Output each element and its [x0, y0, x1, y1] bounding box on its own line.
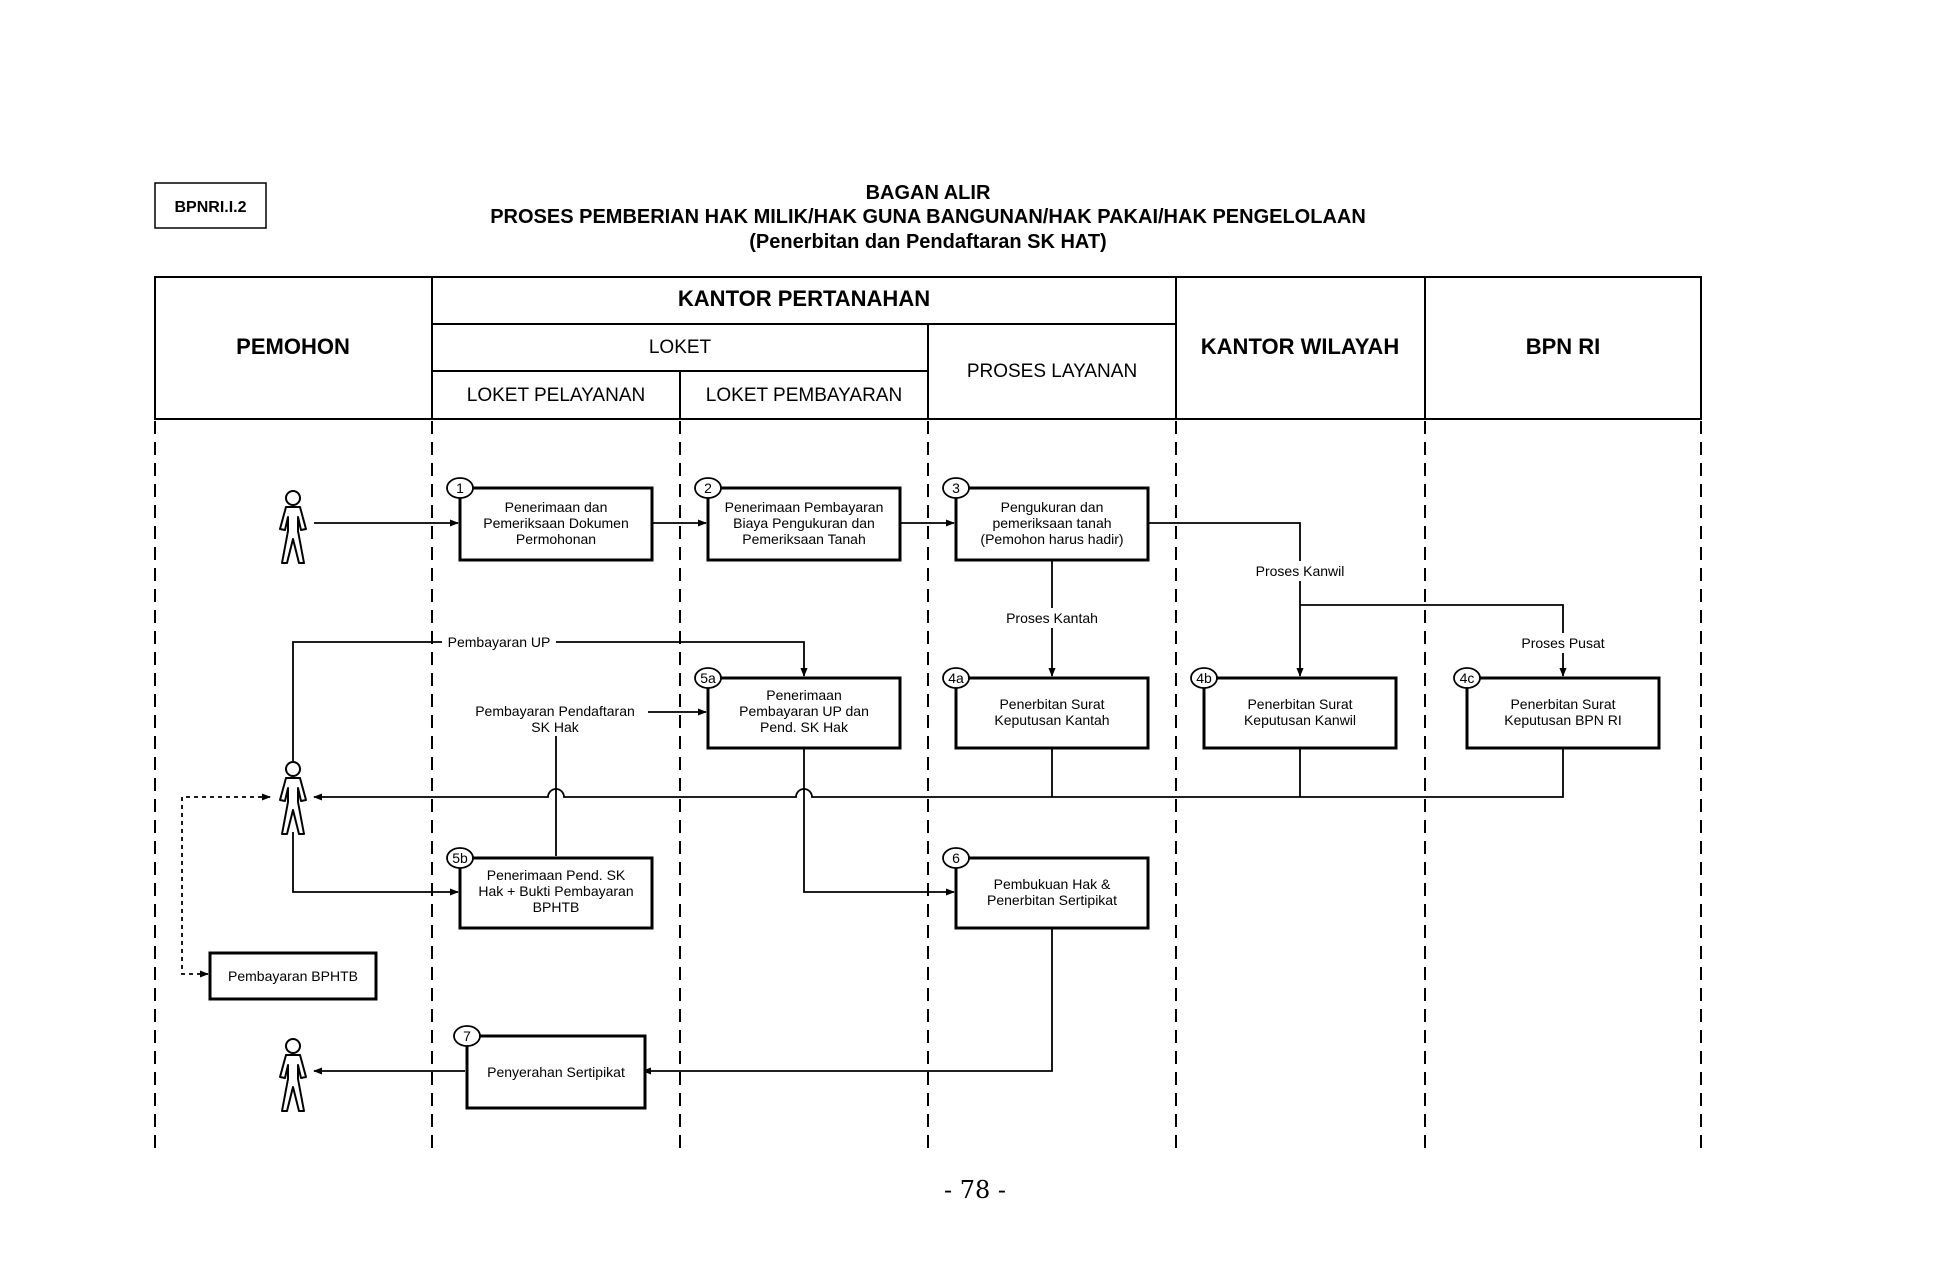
badge-4a: 4a — [942, 667, 970, 689]
svg-text:5b: 5b — [452, 850, 468, 866]
lane-header-table — [154, 276, 1702, 420]
document-code: BPNRI.I.2 — [154, 182, 267, 229]
step-5a-text-1: Penerimaan — [766, 687, 842, 703]
header-bpn-ri: BPN RI — [1526, 334, 1601, 359]
header-kantor-pertanahan: KANTOR PERTANAHAN — [678, 286, 930, 311]
connector-labels: Proses Kanwil Proses Kantah Proses Pusat… — [442, 561, 1614, 736]
page-title: BAGAN ALIR PROSES PEMBERIAN HAK MILIK/HA… — [490, 182, 1366, 253]
arrow-pemohon-to-step-5b — [292, 832, 459, 896]
process-box-texts: Penerimaan dan Pemeriksaan Dokumen Permo… — [228, 499, 1622, 1080]
bphtb-box — [208, 951, 378, 1001]
step-1-text-1: Penerimaan dan — [505, 499, 608, 515]
step-3-text-2: pemeriksaan tanah — [992, 515, 1111, 531]
step-2-box — [706, 486, 902, 562]
svg-text:3: 3 — [952, 480, 960, 496]
step-4b-text-1: Penerbitan Surat — [1247, 696, 1352, 712]
label-sk-hak: SK Hak — [531, 719, 579, 735]
step-7-box — [465, 1034, 647, 1110]
header-kantor-wilayah: KANTOR WILAYAH — [1201, 334, 1399, 359]
step-3-text-1: Pengukuran dan — [1001, 499, 1104, 515]
step-2-text-2: Biaya Pengukuran dan — [733, 515, 875, 531]
svg-text:4b: 4b — [1196, 670, 1212, 686]
badge-6: 6 — [942, 847, 970, 869]
step-5a-text-2: Pembayaran UP dan — [739, 703, 869, 719]
step-3-text-3: (Pemohon harus hadir) — [980, 531, 1123, 547]
step-1-text-3: Permohonan — [516, 531, 596, 547]
step-2-text-1: Penerimaan Pembayaran — [725, 499, 884, 515]
person-icon — [279, 490, 307, 564]
svg-text:6: 6 — [952, 850, 960, 866]
step-4a-text-2: Keputusan Kantah — [994, 712, 1109, 728]
step-4a-box — [954, 676, 1150, 750]
step-7-text: Penyerahan Sertipikat — [487, 1064, 625, 1080]
step-5b-text-3: BPHTB — [533, 899, 580, 915]
header-proses-layanan: PROSES LAYANAN — [967, 361, 1137, 382]
arrow-step-3-to-step-4b — [1148, 522, 1304, 677]
lane-header-labels: PEMOHON KANTOR PERTANAHAN LOKET LOKET PE… — [236, 286, 1600, 406]
actor-figures — [279, 490, 307, 1112]
step-4b-box — [1202, 676, 1398, 750]
person-icon — [279, 1038, 307, 1112]
svg-text:1: 1 — [456, 480, 464, 496]
label-proses-kantah: Proses Kantah — [1006, 610, 1098, 626]
label-pembayaran-up: Pembayaran UP — [448, 634, 551, 650]
step-2-text-3: Pemeriksaan Tanah — [742, 531, 865, 547]
label-pembayaran-pendaftaran: Pembayaran Pendaftaran — [475, 703, 635, 719]
svg-text:BPNRI.I.2: BPNRI.I.2 — [174, 199, 246, 216]
step-1-box — [458, 486, 654, 562]
label-proses-kanwil: Proses Kanwil — [1256, 563, 1345, 579]
arrow-step-5a-to-step-6 — [803, 748, 955, 896]
svg-text:4a: 4a — [948, 670, 964, 686]
title-line-2: PROSES PEMBERIAN HAK MILIK/HAK GUNA BANG… — [490, 206, 1366, 228]
label-proses-pusat: Proses Pusat — [1521, 635, 1604, 651]
lane-dividers — [154, 421, 1702, 1155]
header-loket-pembayaran: LOKET PEMBAYARAN — [706, 385, 902, 406]
step-4c-box — [1465, 676, 1661, 750]
step-1-text-2: Pemeriksaan Dokumen — [483, 515, 629, 531]
step-6-text-1: Pembukuan Hak & — [994, 876, 1111, 892]
badge-1: 1 — [446, 477, 474, 499]
bphtb-dotted-link — [181, 793, 271, 978]
badge-5b: 5b — [446, 847, 474, 869]
header-loket: LOKET — [649, 337, 712, 358]
step-5a-text-3: Pend. SK Hak — [760, 719, 849, 735]
header-pemohon: PEMOHON — [236, 334, 350, 359]
step-3-box — [954, 486, 1150, 562]
step-4c-text-2: Keputusan BPN RI — [1504, 712, 1622, 728]
return-line-to-pemohon — [313, 748, 1564, 801]
page-number: - 78 - — [944, 1176, 1006, 1204]
badge-2: 2 — [694, 477, 722, 499]
badge-3: 3 — [942, 477, 970, 499]
badge-7: 7 — [453, 1025, 481, 1047]
bphtb-text: Pembayaran BPHTB — [228, 968, 358, 984]
header-loket-pelayanan: LOKET PELAYANAN — [467, 385, 645, 406]
badge-4b: 4b — [1190, 667, 1218, 689]
step-5b-box — [458, 856, 654, 930]
svg-text:2: 2 — [704, 480, 712, 496]
step-6-box — [954, 856, 1150, 930]
arrow-step-6-to-step-7 — [642, 928, 1053, 1075]
step-4c-text-1: Penerbitan Surat — [1510, 696, 1615, 712]
step-5b-text-1: Penerimaan Pend. SK — [487, 867, 626, 883]
badge-5a: 5a — [694, 667, 722, 689]
step-4b-text-2: Keputusan Kanwil — [1244, 712, 1356, 728]
process-boxes — [208, 486, 1661, 1110]
person-icon — [279, 761, 307, 835]
badge-4c: 4c — [1453, 667, 1481, 689]
step-5b-text-2: Hak + Bukti Pembayaran — [478, 883, 633, 899]
step-5a-box — [706, 676, 902, 750]
title-line-1: BAGAN ALIR — [866, 182, 991, 204]
svg-text:4c: 4c — [1460, 670, 1475, 686]
svg-text:5a: 5a — [700, 670, 716, 686]
title-line-3: (Penerbitan dan Pendaftaran SK HAT) — [749, 231, 1106, 253]
svg-text:7: 7 — [463, 1028, 471, 1044]
step-badges: 1 2 3 5a 4a 4b 4c 5b 6 7 — [446, 477, 1481, 1047]
step-6-text-2: Penerbitan Sertipikat — [987, 892, 1117, 908]
step-4a-text-1: Penerbitan Surat — [999, 696, 1104, 712]
